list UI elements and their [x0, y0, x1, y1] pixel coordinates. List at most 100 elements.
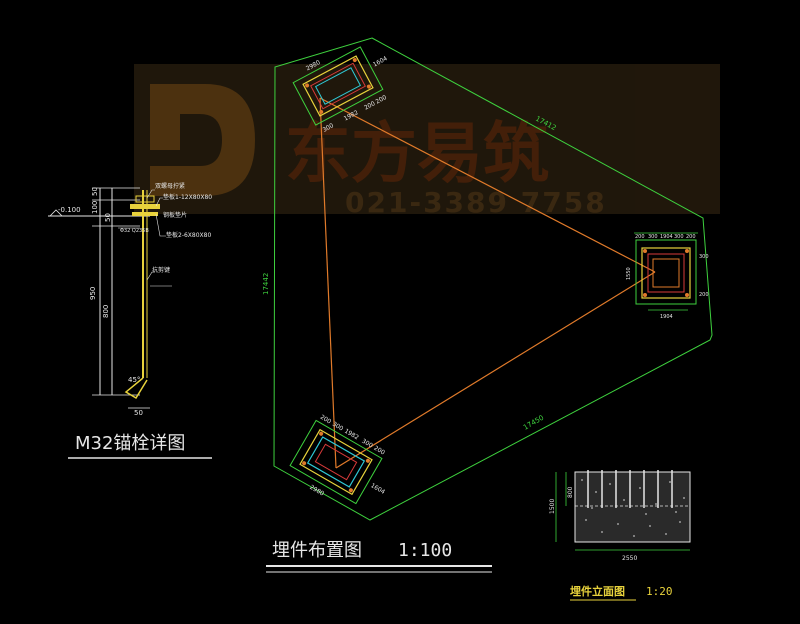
bolt — [305, 83, 310, 88]
pad-dim: 200 — [373, 445, 387, 457]
level-marker-icon — [49, 209, 63, 217]
concrete-block — [574, 471, 691, 543]
bolt — [319, 109, 324, 114]
leader — [155, 197, 163, 207]
concrete-hatch — [581, 479, 685, 537]
embed-pad-bottom: 200 300 1982 300 200 2980 1604 — [289, 414, 387, 505]
detail-title: M32锚栓详图 — [75, 433, 185, 454]
hatch-dot — [639, 487, 641, 489]
watermark: 东方易筑 021-3389 7758 — [134, 64, 720, 219]
note: 钢板垫片 — [163, 211, 187, 219]
embed-pad-right: 200 300 1904 300 200 1550 300 200 1904 — [626, 232, 709, 320]
dim-text: 50 — [91, 187, 99, 196]
pad-dim: 300 — [331, 421, 345, 433]
pad-dim: 200 — [363, 100, 377, 112]
hatch-dot — [609, 483, 611, 485]
hatch-dot — [669, 481, 671, 483]
elev-dim: 800 — [567, 486, 574, 498]
hatch-dot — [585, 519, 587, 521]
dim-main-text: 17442 — [262, 273, 270, 295]
pad-dim: 2980 — [308, 484, 325, 498]
leader — [146, 271, 155, 281]
plan-title: 埋件布置图 — [272, 540, 362, 561]
pad-dim: 300 — [648, 234, 658, 240]
pad-yellow — [302, 55, 374, 117]
pad-dim: 1904 — [660, 314, 673, 320]
pad-dim: 300 — [360, 438, 374, 450]
note: 垫板1-12X80X80 — [163, 193, 212, 201]
bolt-line-top-right — [319, 97, 656, 273]
note: 垫板2-6X80X80 — [166, 231, 211, 239]
pad-dim: 1604 — [369, 482, 386, 496]
elev-scale: 1:20 — [646, 585, 673, 598]
bolt — [352, 58, 357, 63]
bolt — [643, 249, 647, 253]
hatch-dot — [595, 491, 597, 493]
elevation-view: 800 1500 2550 埋件立面图 1:20 — [549, 470, 691, 601]
bolt — [365, 458, 370, 463]
pad-dim: 200 — [686, 234, 696, 240]
anchor-hook — [124, 377, 148, 400]
elev-dim: 2550 — [622, 555, 637, 562]
hatch-dot — [655, 503, 657, 505]
pad-dim: 1982 — [343, 428, 360, 442]
bolt — [319, 431, 324, 436]
plate-1 — [130, 204, 160, 209]
hatch-dot — [591, 507, 593, 509]
dim-text: 950 — [89, 287, 97, 300]
pad-cyan — [314, 67, 362, 105]
dim-text: 50 — [104, 213, 112, 222]
hatch-dot — [617, 523, 619, 525]
bolt — [685, 249, 689, 253]
pad-yellow — [641, 247, 691, 299]
hatch-dot — [623, 499, 625, 501]
hatch-dot — [683, 497, 685, 499]
pad-dim: 200 — [319, 414, 333, 426]
hatch-dot — [679, 521, 681, 523]
note: 双螺母拧紧 — [155, 182, 185, 190]
pad-dim: 200 — [635, 234, 645, 240]
pad-yellow — [299, 428, 373, 496]
pad-outline — [635, 239, 697, 305]
pad-inner — [652, 258, 680, 288]
pad-cyan — [306, 436, 366, 488]
pad-dim: 300 — [322, 122, 336, 134]
hatch-dot — [645, 513, 647, 515]
hatch-dot — [675, 511, 677, 513]
level-text: -0.100 — [58, 206, 81, 214]
dim-bottom-text: 50 — [134, 409, 143, 417]
bolt — [366, 84, 371, 89]
pad-dim: 200 — [699, 292, 709, 298]
watermark-logo-icon — [150, 84, 255, 196]
leader — [155, 213, 166, 237]
plate-2 — [132, 212, 158, 216]
bolt — [302, 461, 307, 466]
bolt-line-right-bottom — [335, 271, 656, 469]
pad-dim: 1550 — [626, 267, 632, 280]
hatch-dot — [633, 535, 635, 537]
dimension-outline — [273, 37, 713, 521]
watermark-brand: 东方易筑 — [285, 115, 549, 192]
hatch-dot — [581, 479, 583, 481]
elev-title: 埋件立面图 — [570, 584, 625, 598]
pad-outline — [289, 419, 383, 505]
note: Φ32 Q235B — [120, 228, 149, 234]
dim-text: 800 — [102, 305, 110, 318]
pad-red — [647, 253, 685, 293]
note: 抗剪键 — [152, 266, 170, 274]
layout-plan: 17412 17442 17450 2980 1604 1982 200 300… — [262, 37, 713, 573]
angle-text: 45° — [128, 376, 140, 384]
plan-scale: 1:100 — [398, 540, 452, 561]
hatch-dot — [665, 533, 667, 535]
leader — [146, 189, 155, 199]
pad-dim: 300 — [699, 254, 709, 260]
pad-outline — [292, 46, 384, 126]
bolt — [685, 293, 689, 297]
hatch-dot — [601, 531, 603, 533]
pad-dim: 1904 — [660, 234, 673, 240]
dim-text: 100 — [91, 201, 99, 214]
bolt — [643, 293, 647, 297]
elev-dim: 1500 — [549, 499, 556, 514]
